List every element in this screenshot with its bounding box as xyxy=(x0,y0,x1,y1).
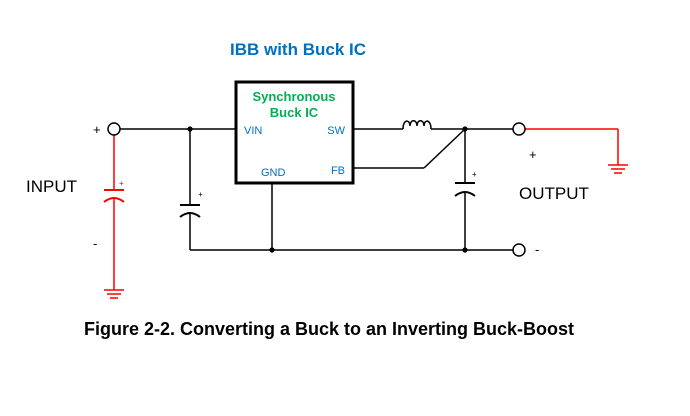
pin-sw-label: SW xyxy=(327,125,345,137)
pin-gnd-label: GND xyxy=(261,167,286,179)
input-terminal-icon xyxy=(107,122,121,136)
junction-dot xyxy=(462,126,468,132)
inductor-coil-icon xyxy=(402,120,432,130)
ic-name-line1: Synchronous xyxy=(252,89,335,104)
buck-ic-box xyxy=(234,80,355,185)
capacitor-plus-mark: + xyxy=(472,170,477,179)
input-source-highlight xyxy=(103,135,125,299)
figure-caption: Figure 2-2. Converting a Buck to an Inve… xyxy=(84,319,574,339)
output-capacitor-icon: + xyxy=(454,170,477,197)
pin-vin-label: VIN xyxy=(244,125,262,137)
junction-dot xyxy=(462,247,468,253)
capacitor-plus-mark: + xyxy=(119,179,124,188)
output-positive-terminal-icon xyxy=(512,122,526,136)
output-ground-highlight xyxy=(525,128,628,174)
diagram-title: IBB with Buck IC xyxy=(230,40,366,59)
junction-dot xyxy=(187,126,193,132)
fb-diagonal-wire xyxy=(423,128,466,169)
input-label: INPUT xyxy=(26,177,77,196)
output-plus-sign: + xyxy=(529,147,537,162)
output-minus-sign: - xyxy=(535,242,539,257)
output-label: OUTPUT xyxy=(519,184,589,203)
input-plus-sign: + xyxy=(93,122,101,137)
ic-name-line2: Buck IC xyxy=(270,105,319,120)
input-capacitor-icon: + xyxy=(179,190,203,218)
junction-dot xyxy=(269,247,275,253)
junction-dots xyxy=(187,126,468,253)
pin-fb-label: FB xyxy=(331,165,345,177)
output-negative-terminal-icon xyxy=(512,243,526,257)
input-minus-sign: - xyxy=(93,236,97,251)
wires xyxy=(120,128,513,251)
capacitor-plus-mark: + xyxy=(198,190,203,199)
